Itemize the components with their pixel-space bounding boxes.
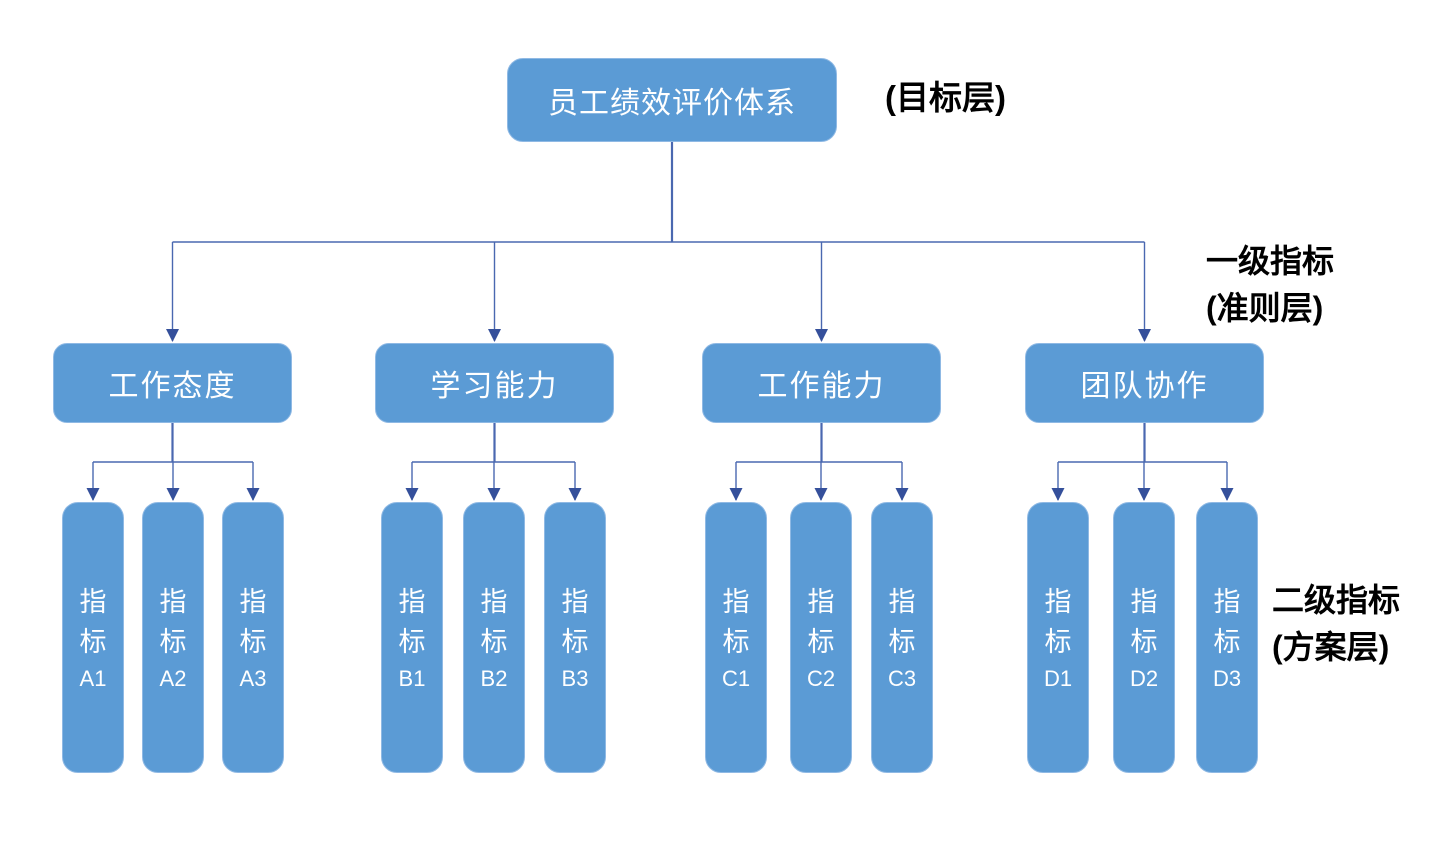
node-indicator-a3: 指标 A3 <box>222 502 284 773</box>
indicator-code: C3 <box>887 665 917 691</box>
annotation-criteria-layer: 一级指标 (准则层) <box>1206 238 1334 332</box>
indicator-label: 指标 <box>398 586 426 657</box>
indicator-code: B1 <box>398 665 426 691</box>
annotation-scheme-line2: (方案层) <box>1272 629 1390 665</box>
connector-group-d <box>1051 423 1234 501</box>
connector-group-a <box>86 423 260 501</box>
indicator-label: 指标 <box>480 586 508 657</box>
indicator-code: A3 <box>239 665 267 691</box>
indicator-label: 指标 <box>159 586 187 657</box>
node-criterion-work-attitude: 工作态度 <box>53 343 292 423</box>
indicator-code: B3 <box>561 665 589 691</box>
connector-group-b <box>405 423 582 501</box>
node-indicator-b3: 指标 B3 <box>544 502 606 773</box>
indicator-label: 指标 <box>807 586 835 657</box>
indicator-code: C1 <box>721 665 751 691</box>
node-indicator-b1: 指标 B1 <box>381 502 443 773</box>
indicator-label: 指标 <box>888 586 916 657</box>
node-indicator-d3: 指标 D3 <box>1196 502 1258 773</box>
indicator-code: A1 <box>79 665 107 691</box>
connector-group-c <box>729 423 909 501</box>
annotation-criteria-line1: 一级指标 <box>1206 243 1335 279</box>
node-goal: 员工绩效评价体系 <box>507 58 837 142</box>
annotation-scheme-layer: 二级指标 (方案层) <box>1272 577 1400 671</box>
indicator-code: D2 <box>1129 665 1159 691</box>
indicator-label: 指标 <box>1130 586 1158 657</box>
indicator-code: A2 <box>159 665 187 691</box>
annotation-goal-layer: (目标层) <box>885 79 1006 116</box>
indicator-code: D1 <box>1043 665 1073 691</box>
node-indicator-c1: 指标 C1 <box>705 502 767 773</box>
node-criterion-work-ability: 工作能力 <box>702 343 941 423</box>
indicator-code: C2 <box>806 665 836 691</box>
annotation-scheme-line1: 二级指标 <box>1272 582 1401 618</box>
indicator-label: 指标 <box>79 586 107 657</box>
indicator-label: 指标 <box>239 586 267 657</box>
node-criterion-team-collaboration: 团队协作 <box>1025 343 1264 423</box>
indicator-label: 指标 <box>1044 586 1072 657</box>
annotation-criteria-line2: (准则层) <box>1206 290 1324 326</box>
node-indicator-d2: 指标 D2 <box>1113 502 1175 773</box>
node-indicator-a2: 指标 A2 <box>142 502 204 773</box>
node-indicator-c2: 指标 C2 <box>790 502 852 773</box>
node-indicator-a1: 指标 A1 <box>62 502 124 773</box>
node-indicator-d1: 指标 D1 <box>1027 502 1089 773</box>
indicator-label: 指标 <box>1213 586 1241 657</box>
node-criterion-learning-ability: 学习能力 <box>375 343 614 423</box>
indicator-label: 指标 <box>722 586 750 657</box>
indicator-label: 指标 <box>561 586 589 657</box>
indicator-code: D3 <box>1212 665 1242 691</box>
connector-root-branches <box>166 142 1151 342</box>
node-indicator-b2: 指标 B2 <box>463 502 525 773</box>
node-indicator-c3: 指标 C3 <box>871 502 933 773</box>
indicator-code: B2 <box>480 665 508 691</box>
